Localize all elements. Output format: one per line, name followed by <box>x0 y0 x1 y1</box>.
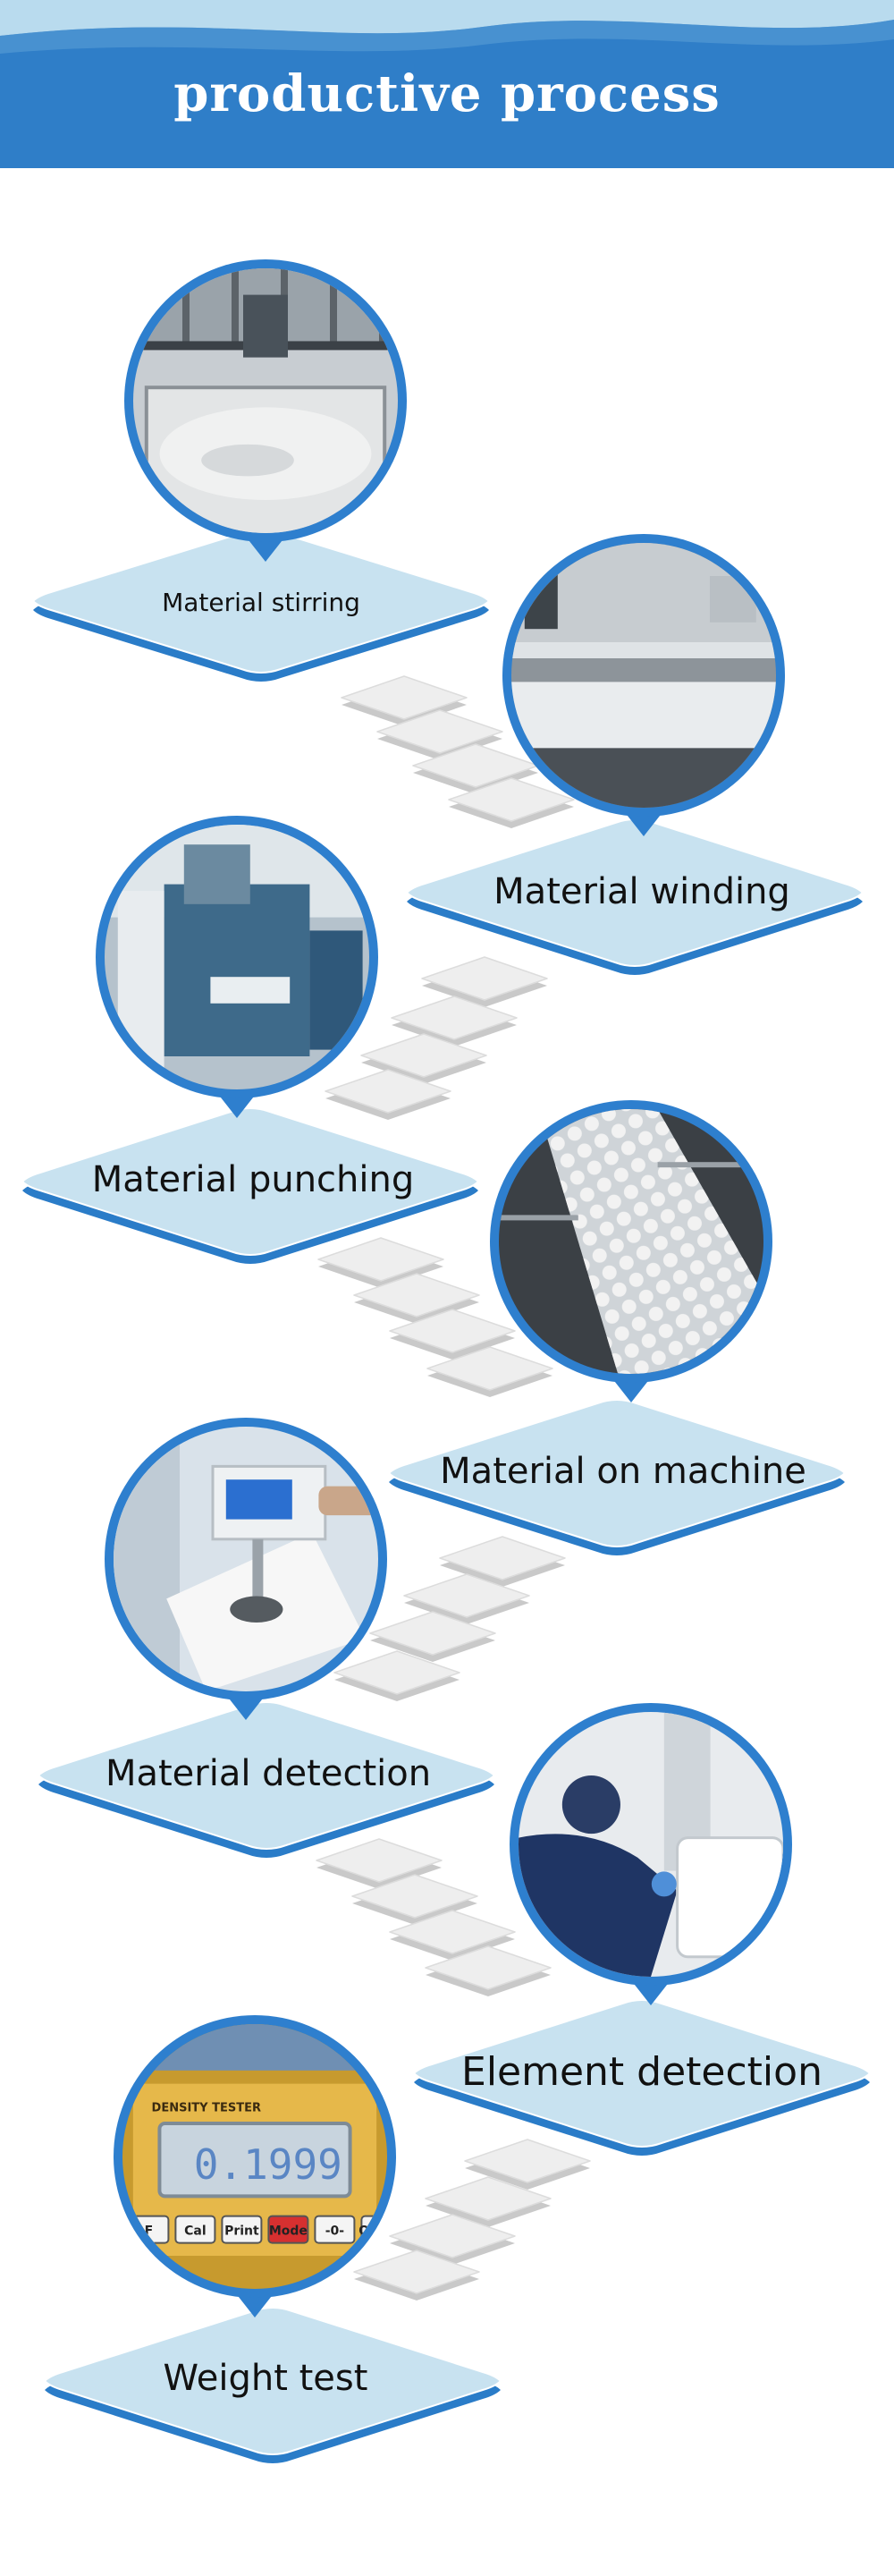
lab-worker-photo <box>510 1703 792 2005</box>
stair-block <box>389 1309 516 1360</box>
stair-block <box>353 2250 480 2301</box>
step-label: Material punching <box>91 1159 415 1201</box>
tester-key-label: F <box>145 2224 154 2239</box>
tester-key <box>221 2215 263 2244</box>
tester-key-label: Cal <box>184 2224 207 2239</box>
tester-reading: 0.1999 <box>194 2140 342 2189</box>
step-platform <box>37 1701 496 1858</box>
tester-key <box>314 2215 356 2244</box>
step-label: Material on machine <box>440 1451 806 1493</box>
stair-block <box>421 956 548 1007</box>
step-platform <box>412 1999 872 2156</box>
stair-block <box>464 2139 591 2190</box>
step-platform <box>405 818 864 975</box>
punching-machine-photo <box>96 816 378 1118</box>
stair-block <box>376 709 503 760</box>
tester-key <box>174 2215 216 2244</box>
step-platform <box>31 529 491 682</box>
step-label: Material detection <box>105 1753 432 1795</box>
tester-key <box>267 2215 309 2244</box>
stair-block <box>325 1069 451 1120</box>
step-platform <box>43 2307 502 2463</box>
mixing-tank-photo <box>124 259 407 562</box>
step-platform <box>21 1107 480 1264</box>
step-label: Element detection <box>461 2048 822 2095</box>
header-banner: productive process <box>0 0 894 168</box>
stair-block <box>426 1346 553 1397</box>
dot-sheet-photo <box>490 1100 772 1402</box>
tester-display-photo <box>105 1418 387 1720</box>
stair-block <box>425 1945 552 1996</box>
stair-block <box>448 777 575 828</box>
tester-brand-label: DENSITY TESTER <box>152 2102 261 2115</box>
tester-key-label: Mode <box>269 2224 308 2239</box>
stair-block <box>333 1650 460 1701</box>
tester-key-label: -0- <box>325 2224 345 2239</box>
tester-key-label: Print <box>224 2224 259 2239</box>
step-label: Material stirring <box>162 587 360 617</box>
step-label: Material winding <box>493 871 790 913</box>
step-platform <box>387 1399 847 1555</box>
header-wave <box>0 0 894 168</box>
step-label: Weight test <box>163 2358 368 2400</box>
page-title: productive process <box>173 64 721 123</box>
stair-block <box>369 1611 496 1662</box>
